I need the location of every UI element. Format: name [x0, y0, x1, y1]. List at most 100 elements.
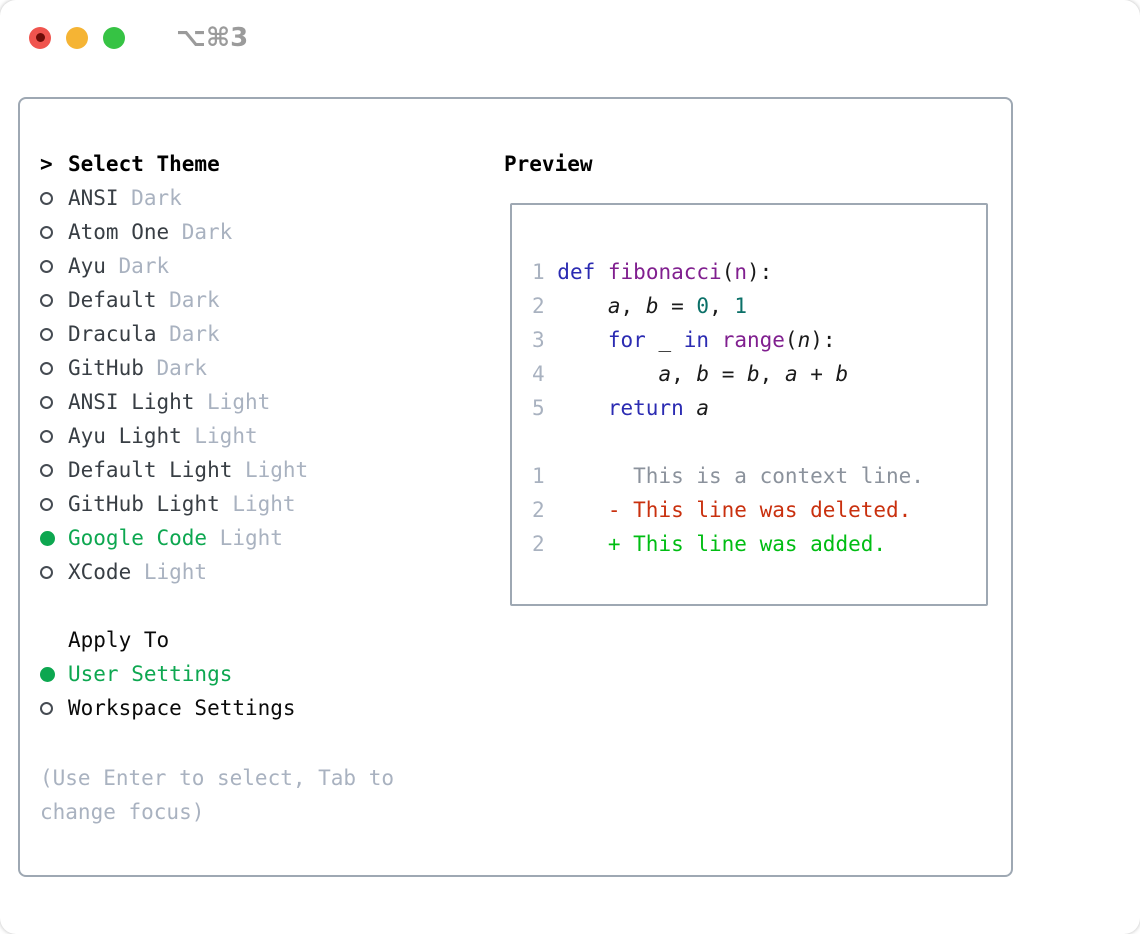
code-line: 5 return a: [532, 391, 986, 425]
theme-option[interactable]: Dracula Dark: [40, 317, 480, 351]
theme-option[interactable]: Default Dark: [40, 283, 480, 317]
theme-name: Default Light: [68, 458, 233, 482]
diff-text: - This line was deleted.: [557, 498, 912, 522]
line-number: 2: [532, 498, 558, 522]
unsaved-indicator-icon: [35, 33, 45, 42]
diff-preview: 1 This is a context line.2 - This line w…: [532, 459, 986, 561]
apply-to-title: Apply To: [68, 628, 170, 652]
theme-name: XCode: [68, 560, 132, 584]
radio-icon: [40, 463, 68, 477]
code-token: a: [607, 294, 621, 318]
radio-icon: [40, 293, 68, 307]
line-number: 3: [532, 328, 558, 352]
radio-icon: [40, 701, 68, 715]
theme-name: Dracula: [68, 322, 157, 346]
apply-to-option[interactable]: User Settings: [40, 657, 480, 691]
theme-variant-tag: Dark: [118, 254, 170, 278]
theme-variant-tag: Dark: [156, 356, 208, 380]
selection-pointer-icon: >: [40, 152, 53, 176]
theme-name: GitHub Light: [68, 492, 220, 516]
code-token: [557, 328, 608, 352]
code-token: range: [721, 328, 785, 352]
diff-line-deleted: 2 - This line was deleted.: [532, 493, 986, 527]
theme-option[interactable]: GitHub Dark: [40, 351, 480, 385]
code-token: [595, 260, 608, 284]
theme-variant-tag: Dark: [181, 220, 233, 244]
radio-icon: [40, 327, 68, 341]
code-token: b: [696, 362, 710, 386]
preview-title: Preview: [504, 152, 593, 176]
theme-name: Default: [68, 288, 157, 312]
code-token: a: [696, 396, 710, 420]
theme-variant-tag: Dark: [169, 322, 220, 346]
code-token: ):: [747, 260, 773, 284]
diff-text: + This line was added.: [557, 532, 887, 556]
code-token: (: [721, 260, 735, 284]
radio-icon: [40, 565, 68, 579]
theme-variant-tag: Light: [207, 390, 271, 414]
theme-option[interactable]: Default Light Light: [40, 453, 480, 487]
theme-variant-tag: Light: [219, 526, 283, 550]
theme-variant-tag: Light: [244, 458, 309, 482]
code-token: 0: [696, 294, 710, 318]
code-token: [557, 396, 608, 420]
theme-variant-tag: Light: [194, 424, 258, 448]
theme-list-title: Select Theme: [68, 152, 220, 176]
theme-name: Ayu Light: [68, 424, 182, 448]
close-button[interactable]: [29, 26, 51, 49]
theme-option[interactable]: Ayu Light Light: [40, 419, 480, 453]
code-token: n: [734, 260, 747, 284]
code-token: ,: [759, 362, 785, 386]
code-token: +: [797, 362, 836, 386]
radio-icon: [40, 361, 68, 375]
code-token: [684, 396, 697, 420]
code-token: [557, 362, 658, 386]
theme-name: GitHub: [68, 356, 144, 380]
code-token: b: [645, 294, 659, 318]
radio-icon: [40, 191, 68, 205]
line-number: 4: [532, 362, 558, 386]
line-number: 2: [532, 532, 558, 556]
spacer: [532, 425, 986, 459]
radio-icon: [40, 395, 68, 409]
code-token: a: [658, 362, 672, 386]
code-line: 4 a, b = b, a + b: [532, 357, 986, 391]
zoom-button[interactable]: [103, 26, 125, 49]
help-text: (Use Enter to select, Tab to change focu…: [40, 766, 395, 824]
code-token: for: [607, 328, 646, 352]
radio-icon: [40, 225, 68, 239]
titlebar: ⌥⌘3: [0, 0, 1140, 75]
code-token: a: [784, 362, 798, 386]
code-token: def: [557, 260, 596, 284]
minimize-button[interactable]: [66, 26, 88, 49]
spacer: [40, 589, 480, 623]
theme-option[interactable]: GitHub Light Light: [40, 487, 480, 521]
radio-icon: [40, 497, 68, 511]
line-number: 2: [532, 294, 558, 318]
theme-variant-tag: Dark: [169, 288, 220, 312]
line-number: 1: [532, 260, 558, 284]
apply-to-option[interactable]: Workspace Settings: [40, 691, 480, 725]
selected-radio-icon: [40, 666, 68, 682]
code-token: return: [607, 396, 684, 420]
code-token: ,: [620, 294, 646, 318]
apply-to-label: Workspace Settings: [68, 696, 296, 720]
code-token: _: [645, 328, 684, 352]
code-token: fibonacci: [607, 260, 722, 284]
theme-variant-tag: Dark: [131, 186, 182, 210]
code-token: in: [683, 328, 710, 352]
radio-icon: [40, 259, 68, 273]
theme-variant-tag: Light: [232, 492, 296, 516]
selected-radio-icon: [40, 530, 68, 546]
code-token: 1: [734, 294, 748, 318]
code-token: ,: [671, 362, 697, 386]
